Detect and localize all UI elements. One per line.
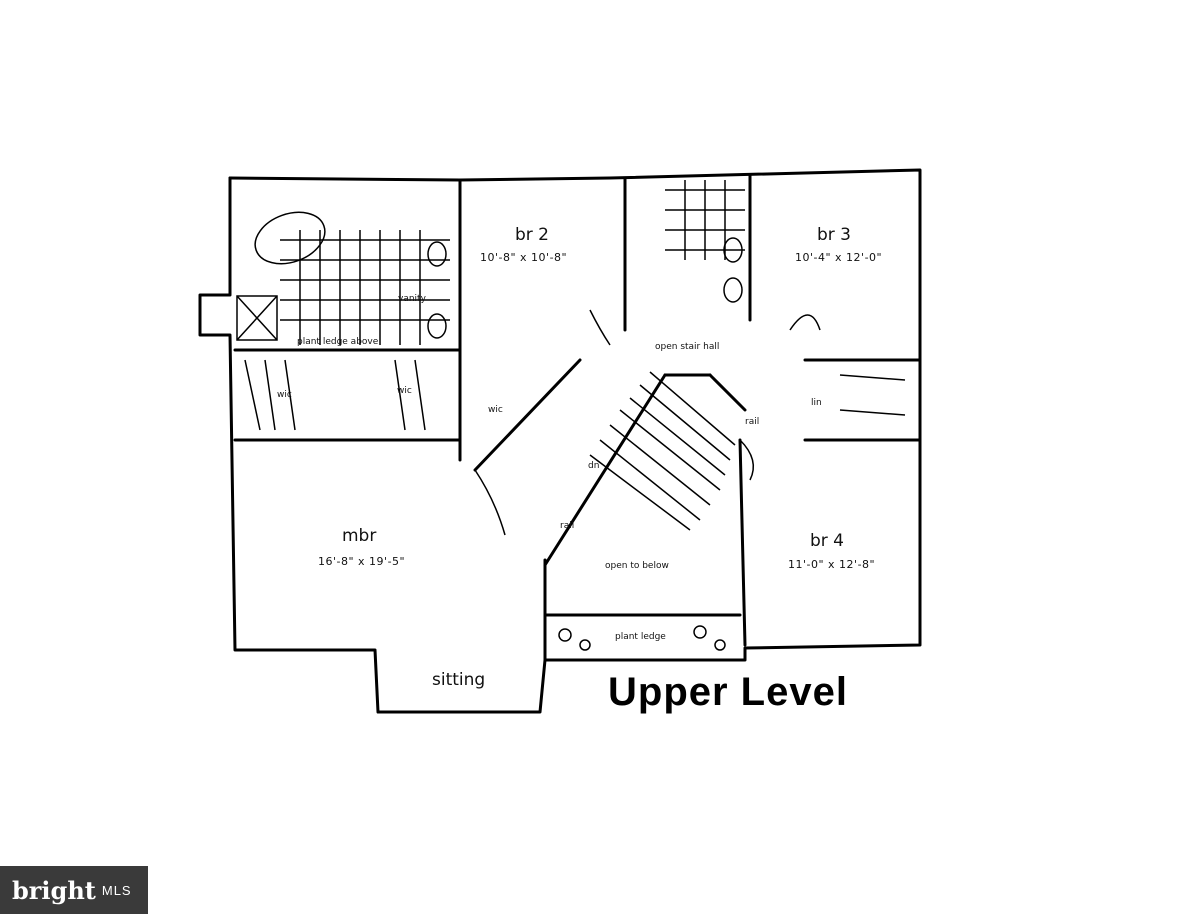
label-wic-left: wic	[277, 390, 292, 400]
label-plant-ledge: plant ledge	[615, 632, 666, 642]
room-label-sitting: sitting	[432, 670, 486, 690]
watermark-suffix: MLS	[101, 882, 132, 898]
room-dim-mbr: 16'-8" x 19'-5"	[318, 555, 406, 568]
label-lin: lin	[811, 398, 822, 408]
watermark-logo: bright MLS	[0, 866, 148, 914]
room-dim-br4: 11'-0" x 12'-8"	[788, 558, 876, 571]
label-open-stair-hall: open stair hall	[655, 342, 720, 352]
label-open-to-below: open to below	[605, 561, 669, 571]
label-wic-br2: wic	[488, 405, 503, 415]
room-dim-br3: 10'-4" x 12'-0"	[795, 251, 883, 264]
watermark-brand: bright	[12, 875, 96, 905]
room-label-br2: br 2	[515, 225, 549, 245]
plan-title: Upper Level	[608, 670, 848, 714]
label-rail-lower: rail	[560, 521, 575, 531]
label-plant-ledge-above: plant ledge above	[297, 337, 379, 347]
label-vanity: vanity	[398, 294, 426, 304]
exterior-wall-left	[198, 176, 547, 714]
room-label-mbr: mbr	[342, 526, 377, 546]
label-rail-upper: rail	[745, 417, 760, 427]
room-dim-br2: 10'-8" x 10'-8"	[480, 251, 568, 264]
room-label-br3: br 3	[817, 225, 851, 245]
label-wic-right: wic	[397, 386, 412, 396]
label-dn: dn	[588, 461, 600, 471]
room-label-br4: br 4	[810, 531, 844, 551]
exterior-wall	[228, 168, 922, 662]
